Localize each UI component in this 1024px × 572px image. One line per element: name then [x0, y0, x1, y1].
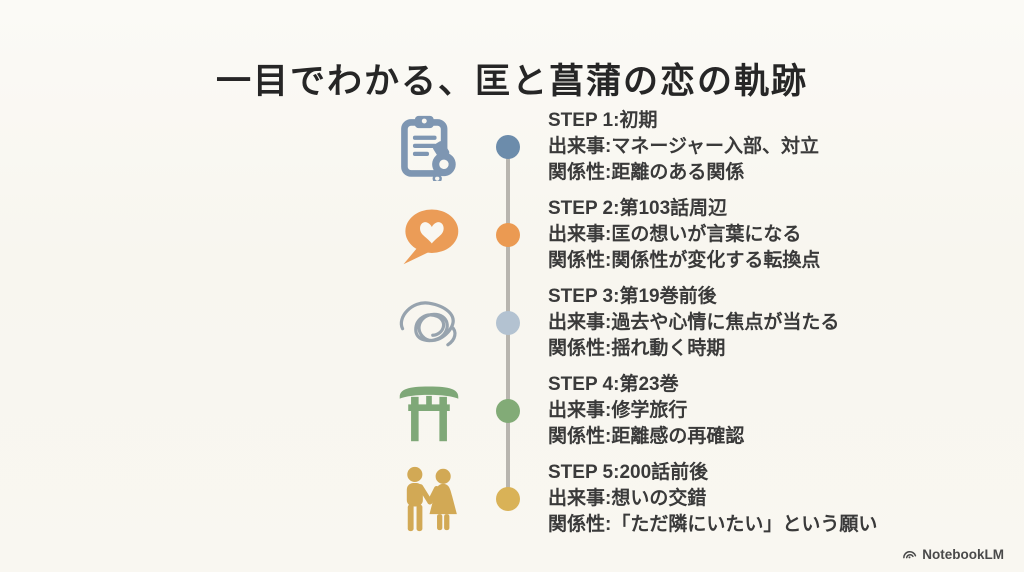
step-1-label: STEP 1:初期	[548, 110, 658, 131]
step-3-event: 出来事:過去や心情に焦点が当たる	[548, 312, 840, 333]
step-3-label: STEP 3:第19巻前後	[548, 286, 717, 307]
timeline: STEP 1:初期 出来事:マネージャー入部、対立 関係性:距離のある関係 ST…	[390, 103, 1010, 543]
notebooklm-logo-icon	[902, 547, 917, 562]
step-2-relation: 関係性:関係性が変化する転換点	[548, 250, 821, 271]
timeline-node-3	[496, 311, 520, 335]
couple-holding-hands-icon	[390, 465, 468, 533]
notebooklm-brand-text: NotebookLM	[922, 547, 1004, 562]
page-title: 一目でわかる、匡と菖蒲の恋の軌跡	[215, 61, 808, 103]
timeline-step-1: STEP 1:初期 出来事:マネージャー入部、対立 関係性:距離のある関係	[390, 103, 1010, 191]
step-5-event: 出来事:想いの交錯	[548, 488, 707, 509]
notebooklm-watermark: NotebookLM	[902, 547, 1004, 562]
clipboard-whistle-icon	[390, 113, 468, 181]
timeline-node-2	[496, 223, 520, 247]
speech-bubble-heart-icon	[390, 201, 468, 269]
step-2-label: STEP 2:第103話周辺	[548, 198, 728, 219]
timeline-node-5	[496, 487, 520, 511]
step-4-relation: 関係性:距離感の再確認	[548, 426, 745, 447]
tangled-thread-icon	[390, 289, 468, 357]
timeline-step-5: STEP 5:200話前後 出来事:想いの交錯 関係性:「ただ隣にいたい」という…	[390, 455, 1010, 543]
timeline-node-4	[496, 399, 520, 423]
timeline-step-4: STEP 4:第23巻 出来事:修学旅行 関係性:距離感の再確認	[390, 367, 1010, 455]
step-1-relation: 関係性:距離のある関係	[548, 162, 745, 183]
step-2-event: 出来事:匡の想いが言葉になる	[548, 224, 802, 245]
timeline-step-3: STEP 3:第19巻前後 出来事:過去や心情に焦点が当たる 関係性:揺れ動く時…	[390, 279, 1010, 367]
torii-gate-icon	[390, 377, 468, 445]
step-4-label: STEP 4:第23巻	[548, 374, 679, 395]
step-5-relation: 関係性:「ただ隣にいたい」という願い	[548, 514, 878, 535]
step-5-label: STEP 5:200話前後	[548, 462, 709, 483]
step-4-event: 出来事:修学旅行	[548, 400, 688, 421]
step-1-event: 出来事:マネージャー入部、対立	[548, 136, 819, 157]
step-3-relation: 関係性:揺れ動く時期	[548, 338, 726, 359]
timeline-step-2: STEP 2:第103話周辺 出来事:匡の想いが言葉になる 関係性:関係性が変化…	[390, 191, 1010, 279]
timeline-node-1	[496, 135, 520, 159]
